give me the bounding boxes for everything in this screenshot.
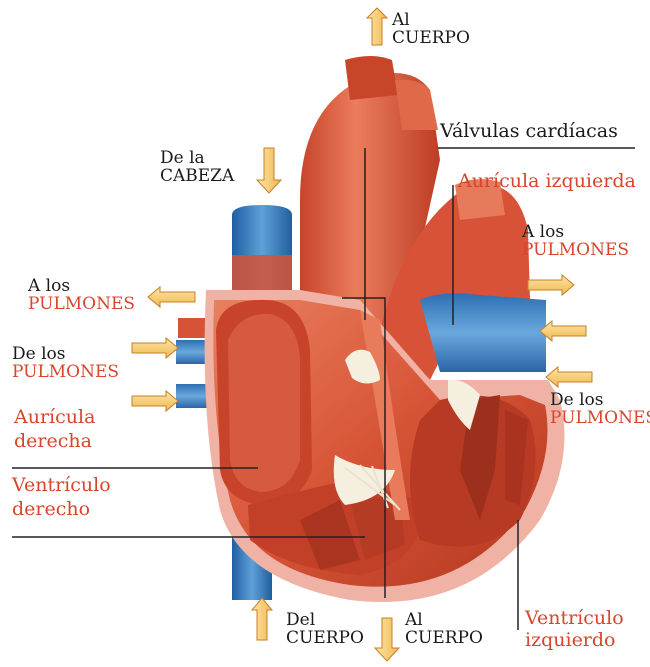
arrow-left-de-los-pulmones-1 <box>540 321 586 341</box>
label-ventriculo-derecho: Ventrículo derecho <box>12 474 111 522</box>
label-line: derecha <box>14 430 95 454</box>
label-line: Aurícula <box>14 406 95 430</box>
label-auricula-izquierda: Aurícula izquierda <box>458 172 636 192</box>
label-a-los-pulmones-right: A los PULMONES <box>522 224 629 260</box>
arrow-down-de-la-cabeza <box>257 148 281 193</box>
label-line: izquierdo <box>525 630 624 652</box>
label-ventriculo-izquierdo: Ventrículo izquierdo <box>525 608 624 652</box>
label-al-cuerpo-bottom: Al CUERPO <box>405 612 483 648</box>
arrow-down-al-cuerpo <box>375 618 399 661</box>
label-del-cuerpo: Del CUERPO <box>286 612 364 648</box>
label-line: PULMONES <box>550 410 650 428</box>
label-line: Ventrículo <box>12 474 111 498</box>
arrow-right-a-los-pulmones <box>528 275 574 295</box>
arrow-right-de-los-pulmones-2 <box>132 391 178 411</box>
label-line: CUERPO <box>286 630 364 648</box>
label-de-la-cabeza: De la CABEZA <box>160 150 234 186</box>
label-line: derecho <box>12 498 111 522</box>
arrow-right-de-los-pulmones-1 <box>132 338 178 358</box>
label-al-cuerpo-top: Al CUERPO <box>392 12 470 48</box>
arrow-left-a-los-pulmones <box>148 287 195 307</box>
label-auricula-derecha: Aurícula derecha <box>14 406 95 454</box>
label-a-los-pulmones-left: A los PULMONES <box>28 278 135 314</box>
label-line: CUERPO <box>392 30 470 48</box>
superior-vena-cava <box>232 205 292 300</box>
arrow-up-del-cuerpo <box>252 598 272 640</box>
arrow-left-de-los-pulmones-2 <box>546 367 592 387</box>
label-line: PULMONES <box>522 242 629 260</box>
label-valvulas-cardiacas: Válvulas cardíacas <box>440 122 618 142</box>
right-atrium <box>216 300 312 505</box>
label-de-los-pulmones-right: De los PULMONES <box>550 392 650 428</box>
label-line: PULMONES <box>12 364 119 382</box>
label-line: PULMONES <box>28 296 135 314</box>
label-line: CABEZA <box>160 168 234 186</box>
label-line: Ventrículo <box>525 608 624 630</box>
label-line: CUERPO <box>405 630 483 648</box>
arrow-up-al-cuerpo <box>367 8 387 45</box>
label-de-los-pulmones-left: De los PULMONES <box>12 346 119 382</box>
